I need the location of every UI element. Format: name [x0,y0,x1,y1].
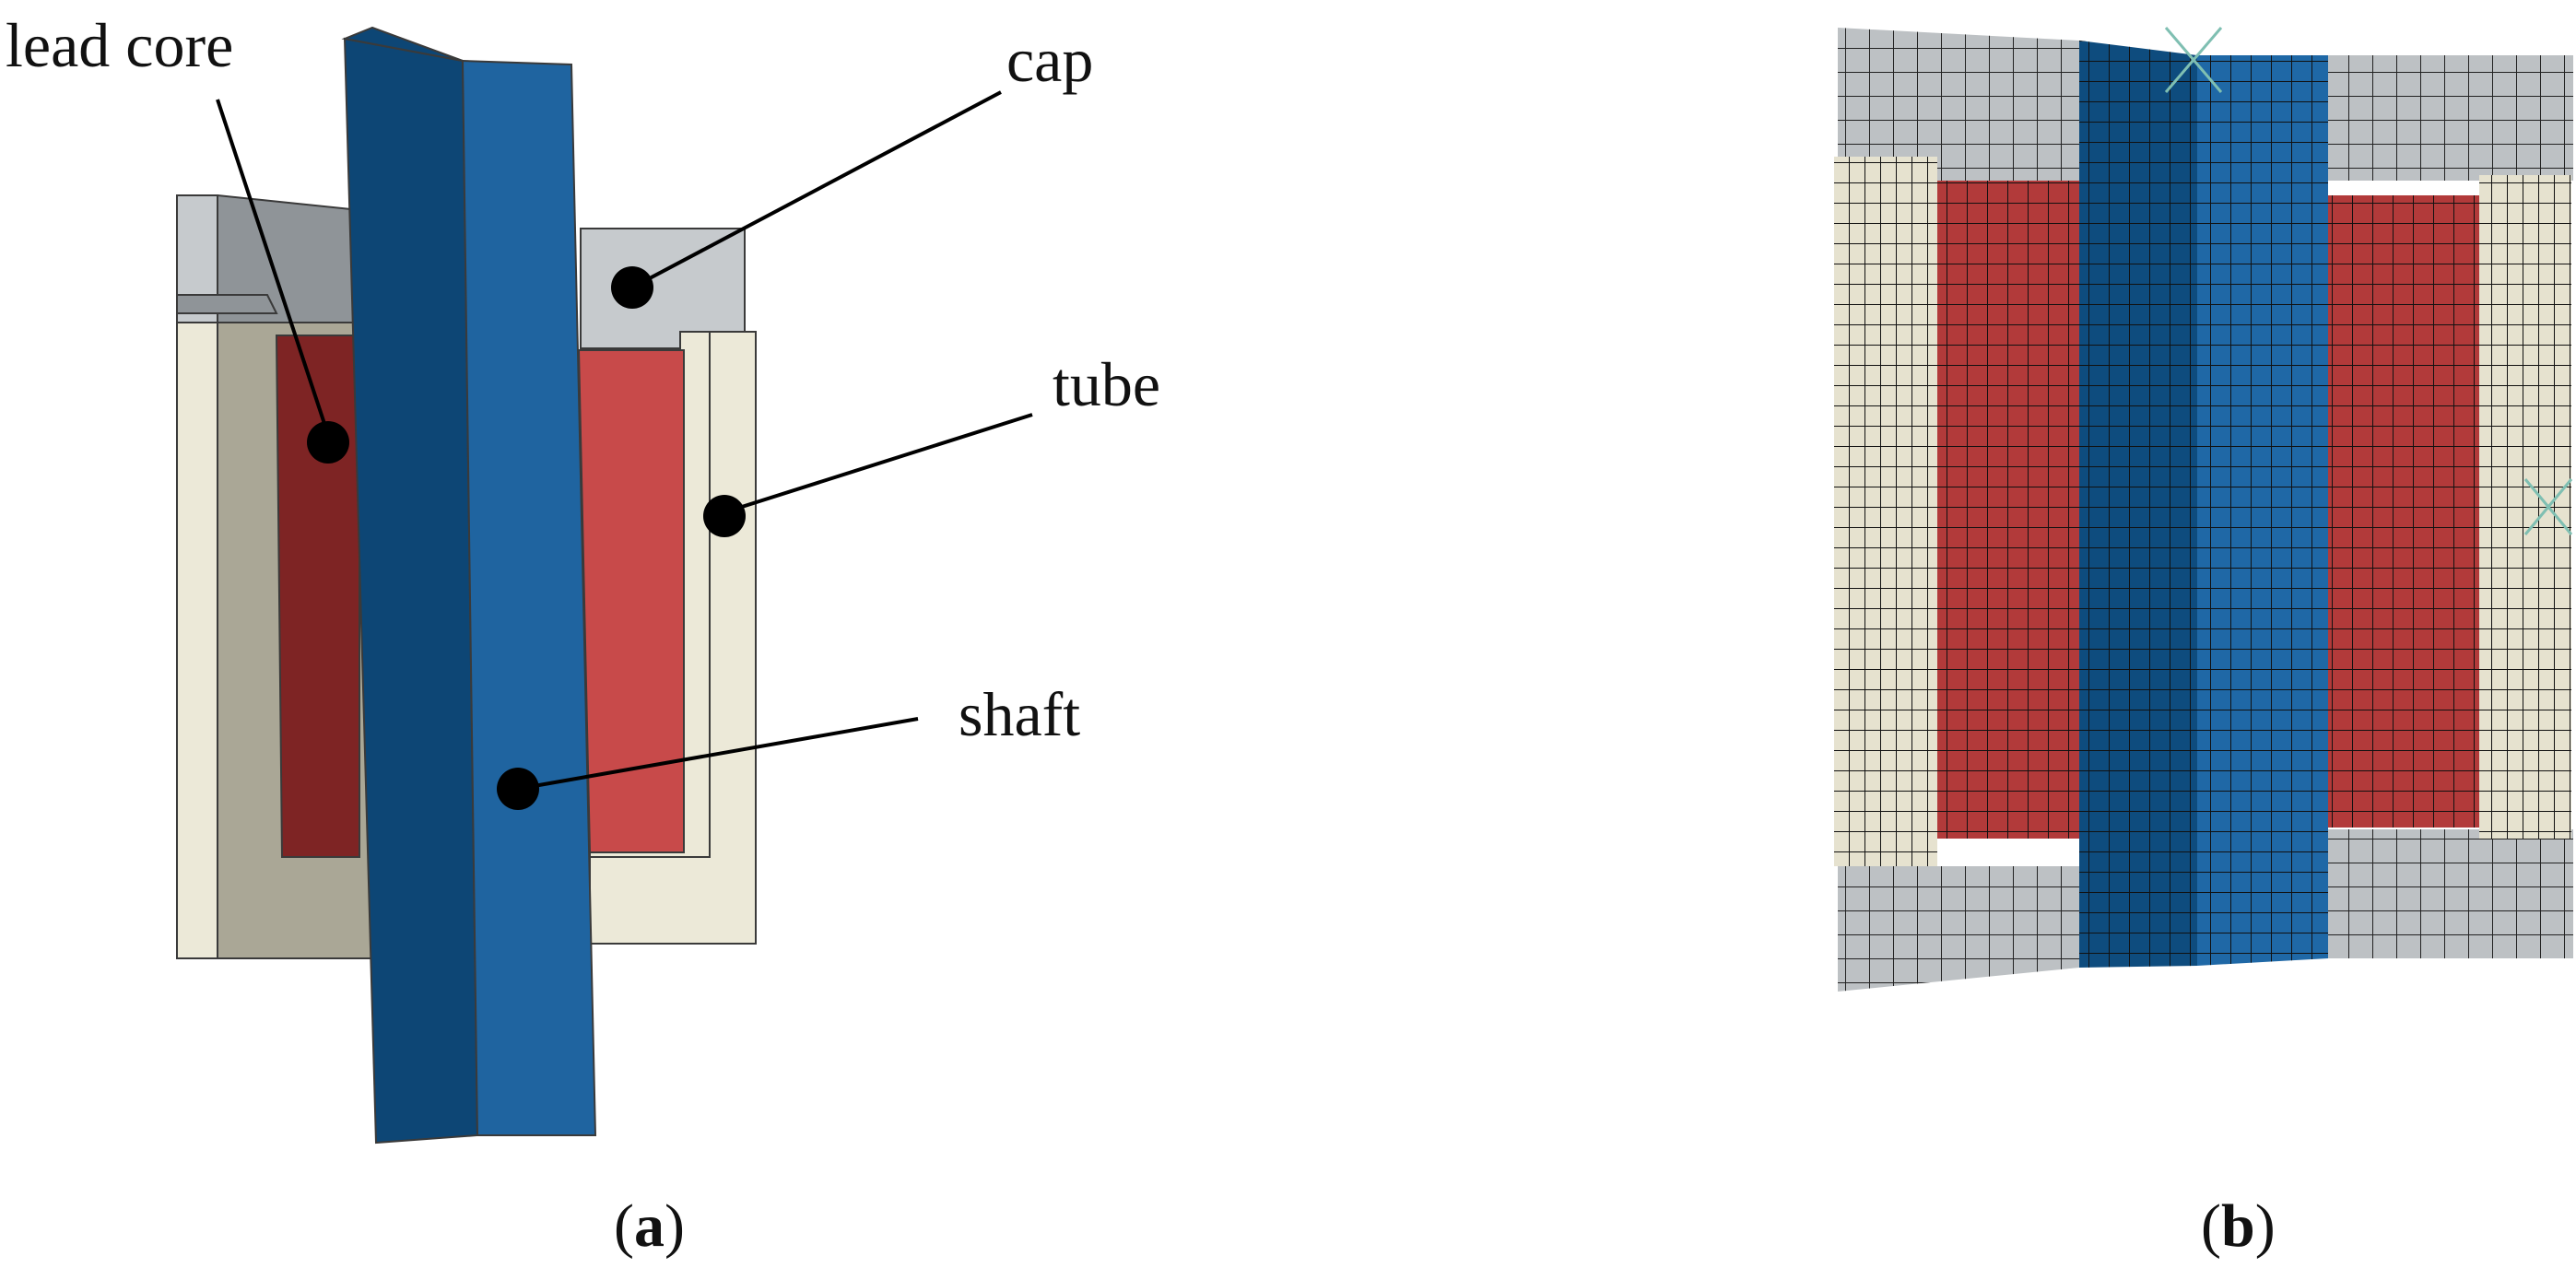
cap-marker [611,266,653,309]
mesh-cap-top [1838,28,2573,181]
tube-label: tube [1053,349,1160,419]
shaft-leader [517,717,919,791]
caption-a: (a) [614,1192,685,1260]
mesh-cap-bottom [1838,829,2573,992]
cap-right [580,228,746,349]
caption-b-letter: b [2221,1192,2255,1260]
panel-b-mesh-view: (b) [1834,27,2573,1260]
cap-leader [631,90,1002,289]
mesh-csys-marks [2164,27,2573,535]
shaft-3d [341,26,597,1145]
tube-marker [703,495,746,537]
caption-a-close: ) [665,1192,685,1260]
lead-core-leader [216,99,332,441]
lead-core-left [275,335,360,858]
caption-b-close: ) [2255,1192,2276,1260]
shaft-label: shaft [959,679,1080,749]
panel-a-3d-view: lead core cap tube shaft (a) [6,10,1160,1260]
cap-label: cap [1006,25,1093,95]
shaft-marker [497,768,539,810]
caption-a-open: ( [614,1192,634,1260]
caption-a-letter: a [634,1192,665,1260]
caption-b-open: ( [2201,1192,2221,1260]
mesh-lead-core [1937,181,2479,839]
lead-core-marker [307,421,349,464]
lead-core-label: lead core [6,10,233,80]
caption-b: (b) [2201,1192,2276,1260]
mesh-tube [1834,157,2571,866]
mesh-shaft [2079,41,2328,968]
tube-leader [723,413,1033,514]
